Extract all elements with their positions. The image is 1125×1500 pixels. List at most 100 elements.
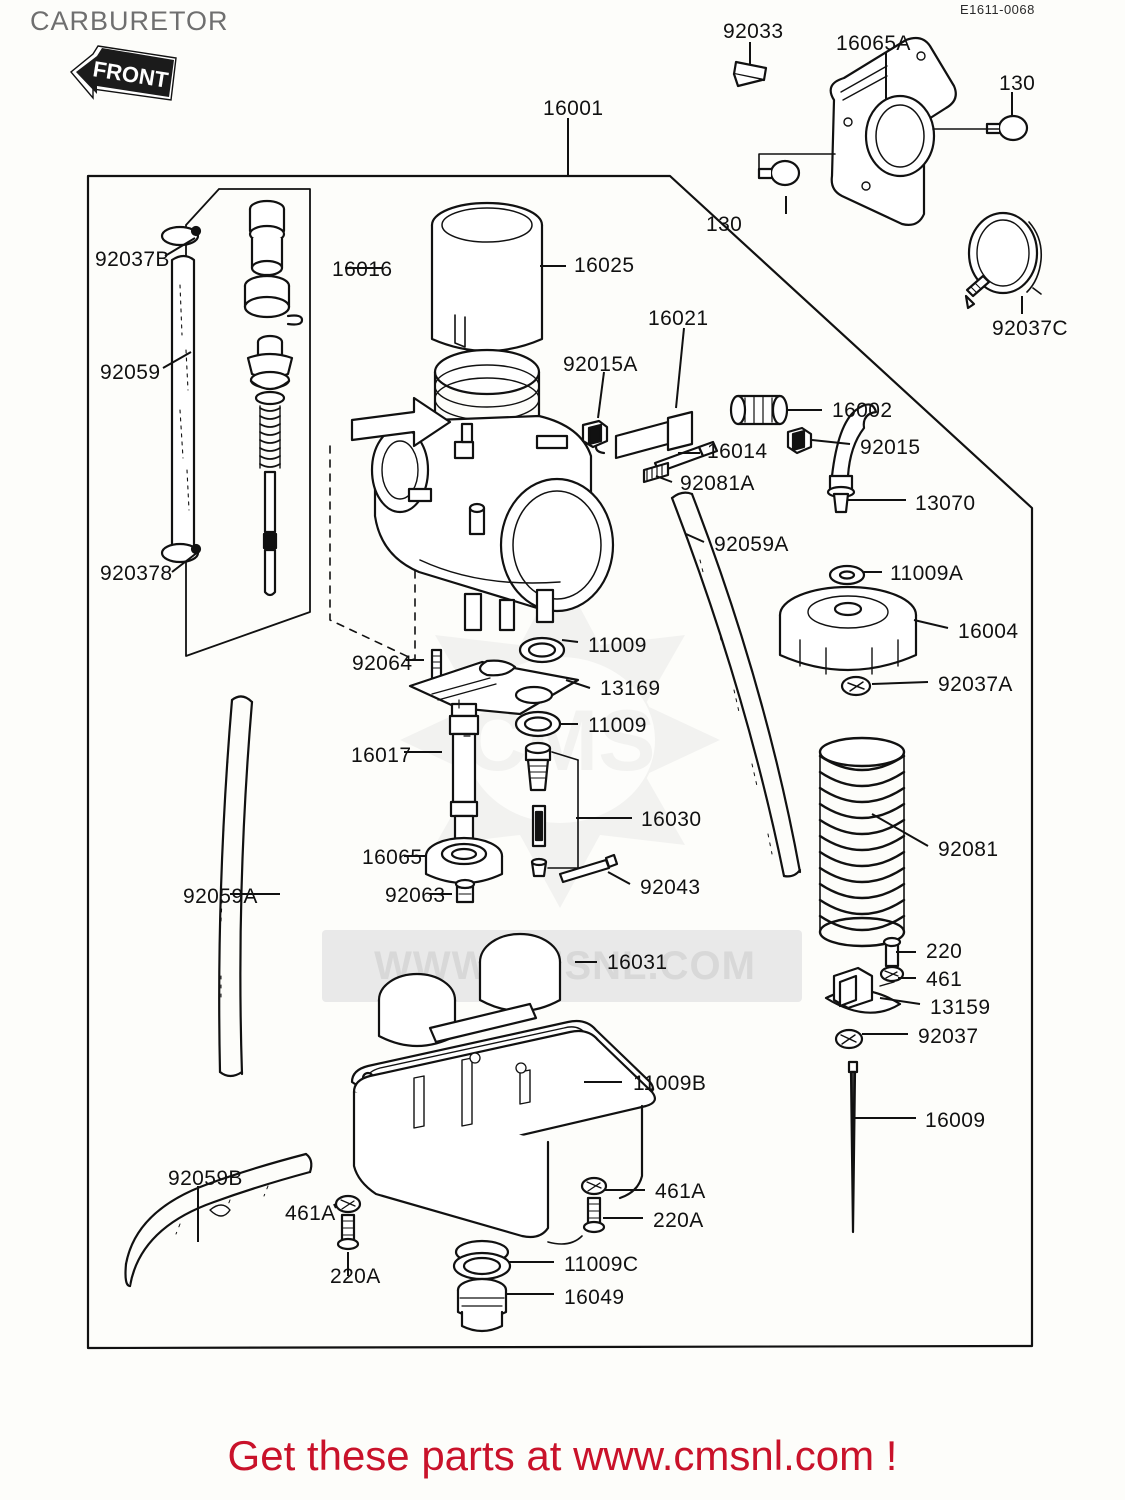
part-92081A-spring bbox=[644, 463, 668, 482]
sub-assembly-box-16016 bbox=[186, 189, 310, 656]
part-label-13169[interactable]: 13169 bbox=[600, 677, 661, 700]
part-label-16025[interactable]: 16025 bbox=[574, 254, 635, 277]
part-label-16021[interactable]: 16021 bbox=[648, 307, 709, 330]
part-label-220A-left[interactable]: 220A bbox=[330, 1265, 381, 1288]
part-label-92081[interactable]: 92081 bbox=[938, 838, 999, 861]
part-16065A-holder bbox=[831, 38, 956, 225]
part-label-11009-upper[interactable]: 11009 bbox=[588, 634, 647, 657]
part-461A-washer-right bbox=[582, 1178, 606, 1194]
part-label-92064[interactable]: 92064 bbox=[352, 652, 413, 675]
part-label-220A-right[interactable]: 220A bbox=[653, 1209, 704, 1232]
part-label-16017[interactable]: 16017 bbox=[351, 744, 412, 767]
footer-cta[interactable]: Get these parts at www.cmsnl.com ! bbox=[227, 1432, 898, 1479]
part-label-92043[interactable]: 92043 bbox=[640, 876, 701, 899]
part-16016-assembly bbox=[245, 201, 302, 595]
part-16025-throttle-valve bbox=[432, 203, 542, 351]
part-label-16030[interactable]: 16030 bbox=[641, 808, 702, 831]
part-label-16001[interactable]: 16001 bbox=[543, 97, 604, 120]
part-11009C-oring bbox=[454, 1253, 510, 1279]
part-label-92033[interactable]: 92033 bbox=[723, 20, 784, 43]
part-16001-carburetor-body bbox=[352, 350, 613, 630]
part-920378-grommet-bottom bbox=[162, 544, 200, 562]
part-label-11009A[interactable]: 11009A bbox=[890, 562, 964, 585]
part-label-16016[interactable]: 16016 bbox=[332, 258, 393, 281]
part-16009-needle bbox=[849, 1062, 857, 1232]
part-label-16049[interactable]: 16049 bbox=[564, 1286, 625, 1309]
part-label-92063[interactable]: 92063 bbox=[385, 884, 446, 907]
part-label-13070[interactable]: 13070 bbox=[915, 492, 976, 515]
part-label-16009[interactable]: 16009 bbox=[925, 1109, 986, 1132]
part-label-130-left[interactable]: 130 bbox=[706, 213, 743, 236]
part-label-16031[interactable]: 16031 bbox=[607, 951, 668, 974]
part-16049-drain-plug bbox=[458, 1279, 506, 1331]
exploded-parts-illustration bbox=[0, 0, 1125, 1400]
part-label-11009C[interactable]: 11009C bbox=[564, 1253, 639, 1276]
part-label-16004[interactable]: 16004 bbox=[958, 620, 1019, 643]
part-label-92059[interactable]: 92059 bbox=[100, 361, 161, 384]
part-92015A-nut bbox=[583, 421, 607, 447]
part-11009A-washer bbox=[830, 566, 864, 584]
part-461A-washer-left bbox=[336, 1196, 360, 1212]
part-label-92081A[interactable]: 92081A bbox=[680, 472, 755, 495]
part-11009-oring-upper bbox=[520, 638, 564, 662]
part-220-screw bbox=[884, 938, 900, 966]
part-92015-nut bbox=[788, 428, 811, 453]
part-92037C-screw bbox=[966, 276, 989, 308]
part-label-92037B-top[interactable]: 92037B bbox=[95, 248, 170, 271]
part-label-461A-right[interactable]: 461A bbox=[655, 1180, 706, 1203]
front-arrow-badge: FRONT bbox=[68, 42, 183, 107]
part-label-13159[interactable]: 13159 bbox=[930, 996, 991, 1019]
part-label-92037[interactable]: 92037 bbox=[918, 1025, 979, 1048]
part-92037-nut bbox=[836, 1030, 862, 1048]
leader-130-left bbox=[759, 154, 835, 170]
part-92059-hose bbox=[172, 256, 194, 553]
part-92059A-hose-left bbox=[219, 696, 252, 1076]
part-label-92059A-right[interactable]: 92059A bbox=[714, 533, 789, 556]
part-label-16014[interactable]: 16014 bbox=[707, 440, 768, 463]
part-label-92037C[interactable]: 92037C bbox=[992, 317, 1068, 340]
part-16021-pilot-screw bbox=[596, 412, 692, 458]
part-16002-cable-adjuster bbox=[731, 396, 787, 424]
part-92043-pin bbox=[560, 855, 617, 882]
part-label-461A-left[interactable]: 461A bbox=[285, 1202, 336, 1225]
part-label-11009B[interactable]: 11009B bbox=[633, 1072, 707, 1095]
part-label-461[interactable]: 461 bbox=[926, 968, 963, 991]
part-92081-spring bbox=[820, 738, 904, 946]
part-label-920378-bottom[interactable]: 920378 bbox=[100, 562, 173, 585]
diagram-code: E1611-0068 bbox=[960, 2, 1035, 17]
part-label-16065A[interactable]: 16065A bbox=[836, 32, 911, 55]
part-11009-oring-lower bbox=[516, 712, 560, 736]
part-92037A-screw bbox=[842, 677, 870, 695]
part-16030-jets bbox=[526, 743, 578, 876]
part-label-92059A-left[interactable]: 92059A bbox=[183, 885, 258, 908]
part-label-92015A[interactable]: 92015A bbox=[563, 353, 638, 376]
diagram-outer-frame bbox=[88, 176, 1032, 1348]
part-label-16065[interactable]: 16065 bbox=[362, 846, 423, 869]
part-130-plug-right bbox=[987, 116, 1027, 140]
part-label-92037A[interactable]: 92037A bbox=[938, 673, 1013, 696]
part-461-washer bbox=[881, 967, 903, 981]
part-16004-cap bbox=[780, 587, 916, 674]
part-92059B-hose bbox=[126, 1154, 312, 1286]
dashed-callout-box bbox=[330, 446, 415, 660]
part-label-16002[interactable]: 16002 bbox=[832, 399, 893, 422]
leader-lines bbox=[163, 42, 1022, 1294]
part-label-220[interactable]: 220 bbox=[926, 940, 963, 963]
part-130-plug-left bbox=[759, 161, 799, 185]
part-label-92059B[interactable]: 92059B bbox=[168, 1167, 243, 1190]
part-92033-clip bbox=[734, 62, 766, 86]
part-16065-ring bbox=[426, 838, 502, 883]
page-title: CARBURETOR bbox=[30, 6, 229, 36]
part-16017-needle-jet bbox=[450, 700, 478, 842]
part-label-130-right[interactable]: 130 bbox=[999, 72, 1036, 95]
part-13169-plate bbox=[410, 661, 578, 714]
part-13159-holder bbox=[826, 968, 900, 1013]
part-16031-float bbox=[379, 934, 560, 1046]
part-label-92015[interactable]: 92015 bbox=[860, 436, 921, 459]
part-220A-bolt-left bbox=[338, 1215, 358, 1249]
part-13070-pipe-guide bbox=[828, 404, 876, 512]
part-label-11009-lower[interactable]: 11009 bbox=[588, 714, 647, 737]
part-92037B-grommet-top bbox=[162, 227, 200, 245]
part-92059A-hose-right bbox=[672, 493, 800, 877]
part-float-bowl bbox=[354, 1031, 655, 1263]
